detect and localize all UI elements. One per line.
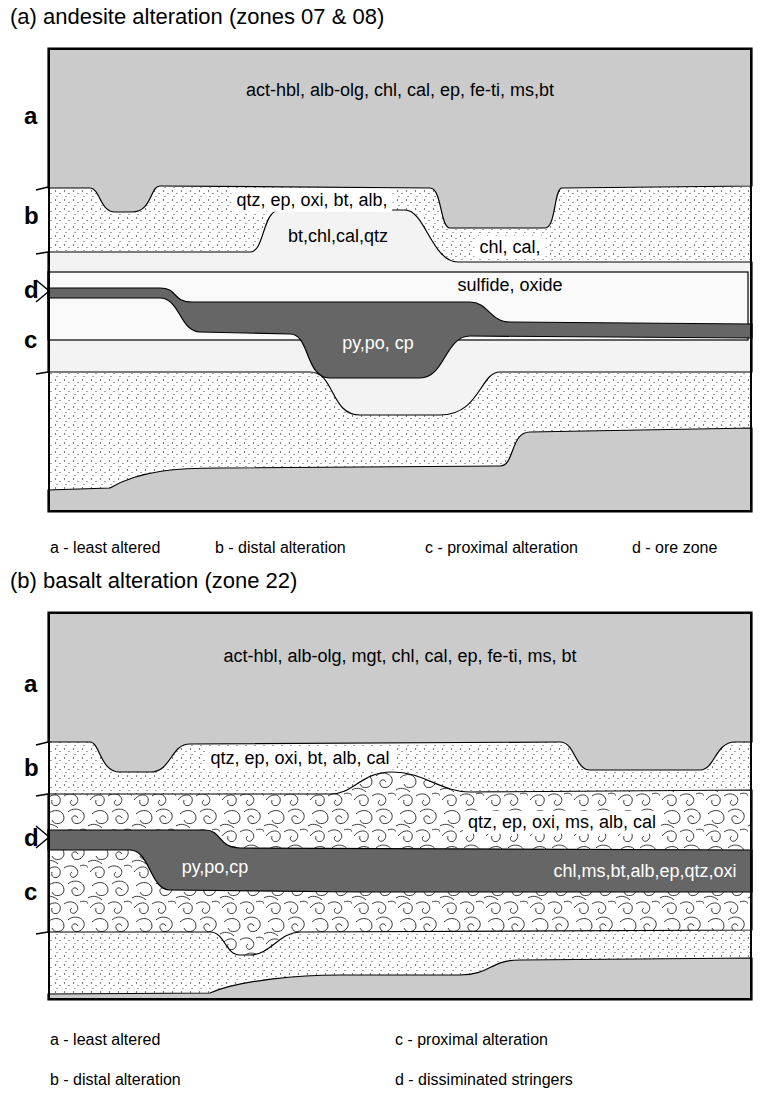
legend-text: b - distal alteration bbox=[215, 539, 346, 557]
mineral-zone-label: chl, cal, bbox=[474, 236, 545, 259]
mineral-zone-label: py,po,cp bbox=[177, 856, 254, 879]
mineral-list: chl,ms,bt,alb,ep,qtz,oxi bbox=[553, 861, 736, 882]
legend-text: c - proximal alteration bbox=[425, 539, 578, 557]
mineral-list: py,po,cp bbox=[182, 857, 249, 878]
least-altered-zone bbox=[48, 612, 752, 772]
least-altered-zone bbox=[48, 958, 752, 1000]
legend-text: b - distal alteration bbox=[50, 1071, 181, 1089]
stringer-zone bbox=[48, 830, 752, 892]
proximal-zone bbox=[48, 210, 752, 415]
mineral-zone-label: act-hbl, alb-olg, mgt, chl, cal, ep, fe-… bbox=[218, 645, 581, 668]
mineral-list: chl, cal, bbox=[479, 237, 540, 258]
zone-letter: a bbox=[24, 670, 37, 698]
legend-text: a - least altered bbox=[50, 1031, 160, 1049]
mineral-list: sulfide, oxide bbox=[457, 275, 562, 296]
basalt-section bbox=[36, 612, 752, 1000]
legend-text: a - least altered bbox=[50, 539, 160, 557]
mineral-zone-label: qtz, ep, oxi, bt, alb, bbox=[231, 189, 392, 212]
ore-zone bbox=[48, 288, 752, 378]
mineral-list: act-hbl, alb-olg, chl, cal, ep, fe-ti, m… bbox=[246, 80, 554, 101]
mineral-zone-label: sulfide, oxide bbox=[452, 274, 567, 297]
distal-zone bbox=[48, 612, 752, 1000]
zone-letter: c bbox=[24, 878, 37, 906]
legend-text: c - proximal alteration bbox=[395, 1031, 548, 1049]
distal-zone bbox=[48, 48, 752, 512]
proximal-zone bbox=[48, 772, 752, 955]
mineral-list: qtz, ep, oxi, bt, alb, bbox=[236, 190, 387, 211]
mineral-list: qtz, ep, oxi, ms, alb, cal bbox=[468, 812, 656, 833]
section-panel: (a) andesite alteration (zones 07 & 08)a… bbox=[48, 48, 752, 512]
panel-heading: (a) andesite alteration (zones 07 & 08) bbox=[10, 4, 384, 30]
legend-text: d - ore zone bbox=[632, 539, 717, 557]
mineral-list: qtz, ep, oxi, bt, alb, cal bbox=[210, 748, 389, 769]
andesite-section bbox=[36, 48, 752, 512]
mineral-zone-label: chl,ms,bt,alb,ep,qtz,oxi bbox=[548, 860, 741, 883]
zone-letter: d bbox=[24, 276, 39, 304]
zone-letter: b bbox=[24, 754, 39, 782]
zone-letter: a bbox=[24, 102, 37, 130]
least-altered-zone bbox=[48, 428, 752, 512]
mineral-zone-label: qtz, ep, oxi, ms, alb, cal bbox=[463, 811, 661, 834]
zone-letter: d bbox=[24, 824, 39, 852]
mineral-zone-label: act-hbl, alb-olg, chl, cal, ep, fe-ti, m… bbox=[241, 79, 559, 102]
legend-text: d - dissiminated stringers bbox=[395, 1071, 573, 1089]
zone-letter: c bbox=[24, 326, 37, 354]
section-panel: (b) basalt alteration (zone 22)act-hbl, … bbox=[48, 612, 752, 1000]
mineral-list: bt,chl,cal,qtz bbox=[288, 226, 388, 247]
mineral-list: act-hbl, alb-olg, mgt, chl, cal, ep, fe-… bbox=[223, 646, 576, 667]
mineral-zone-label: qtz, ep, oxi, bt, alb, cal bbox=[205, 747, 394, 770]
zone-letter: b bbox=[24, 202, 39, 230]
mineral-zone-label: py,po, cp bbox=[337, 332, 419, 355]
panel-heading: (b) basalt alteration (zone 22) bbox=[10, 568, 297, 594]
least-altered-zone bbox=[48, 48, 752, 228]
mineral-zone-label: bt,chl,cal,qtz bbox=[283, 225, 393, 248]
mineral-list: py,po, cp bbox=[342, 333, 414, 354]
